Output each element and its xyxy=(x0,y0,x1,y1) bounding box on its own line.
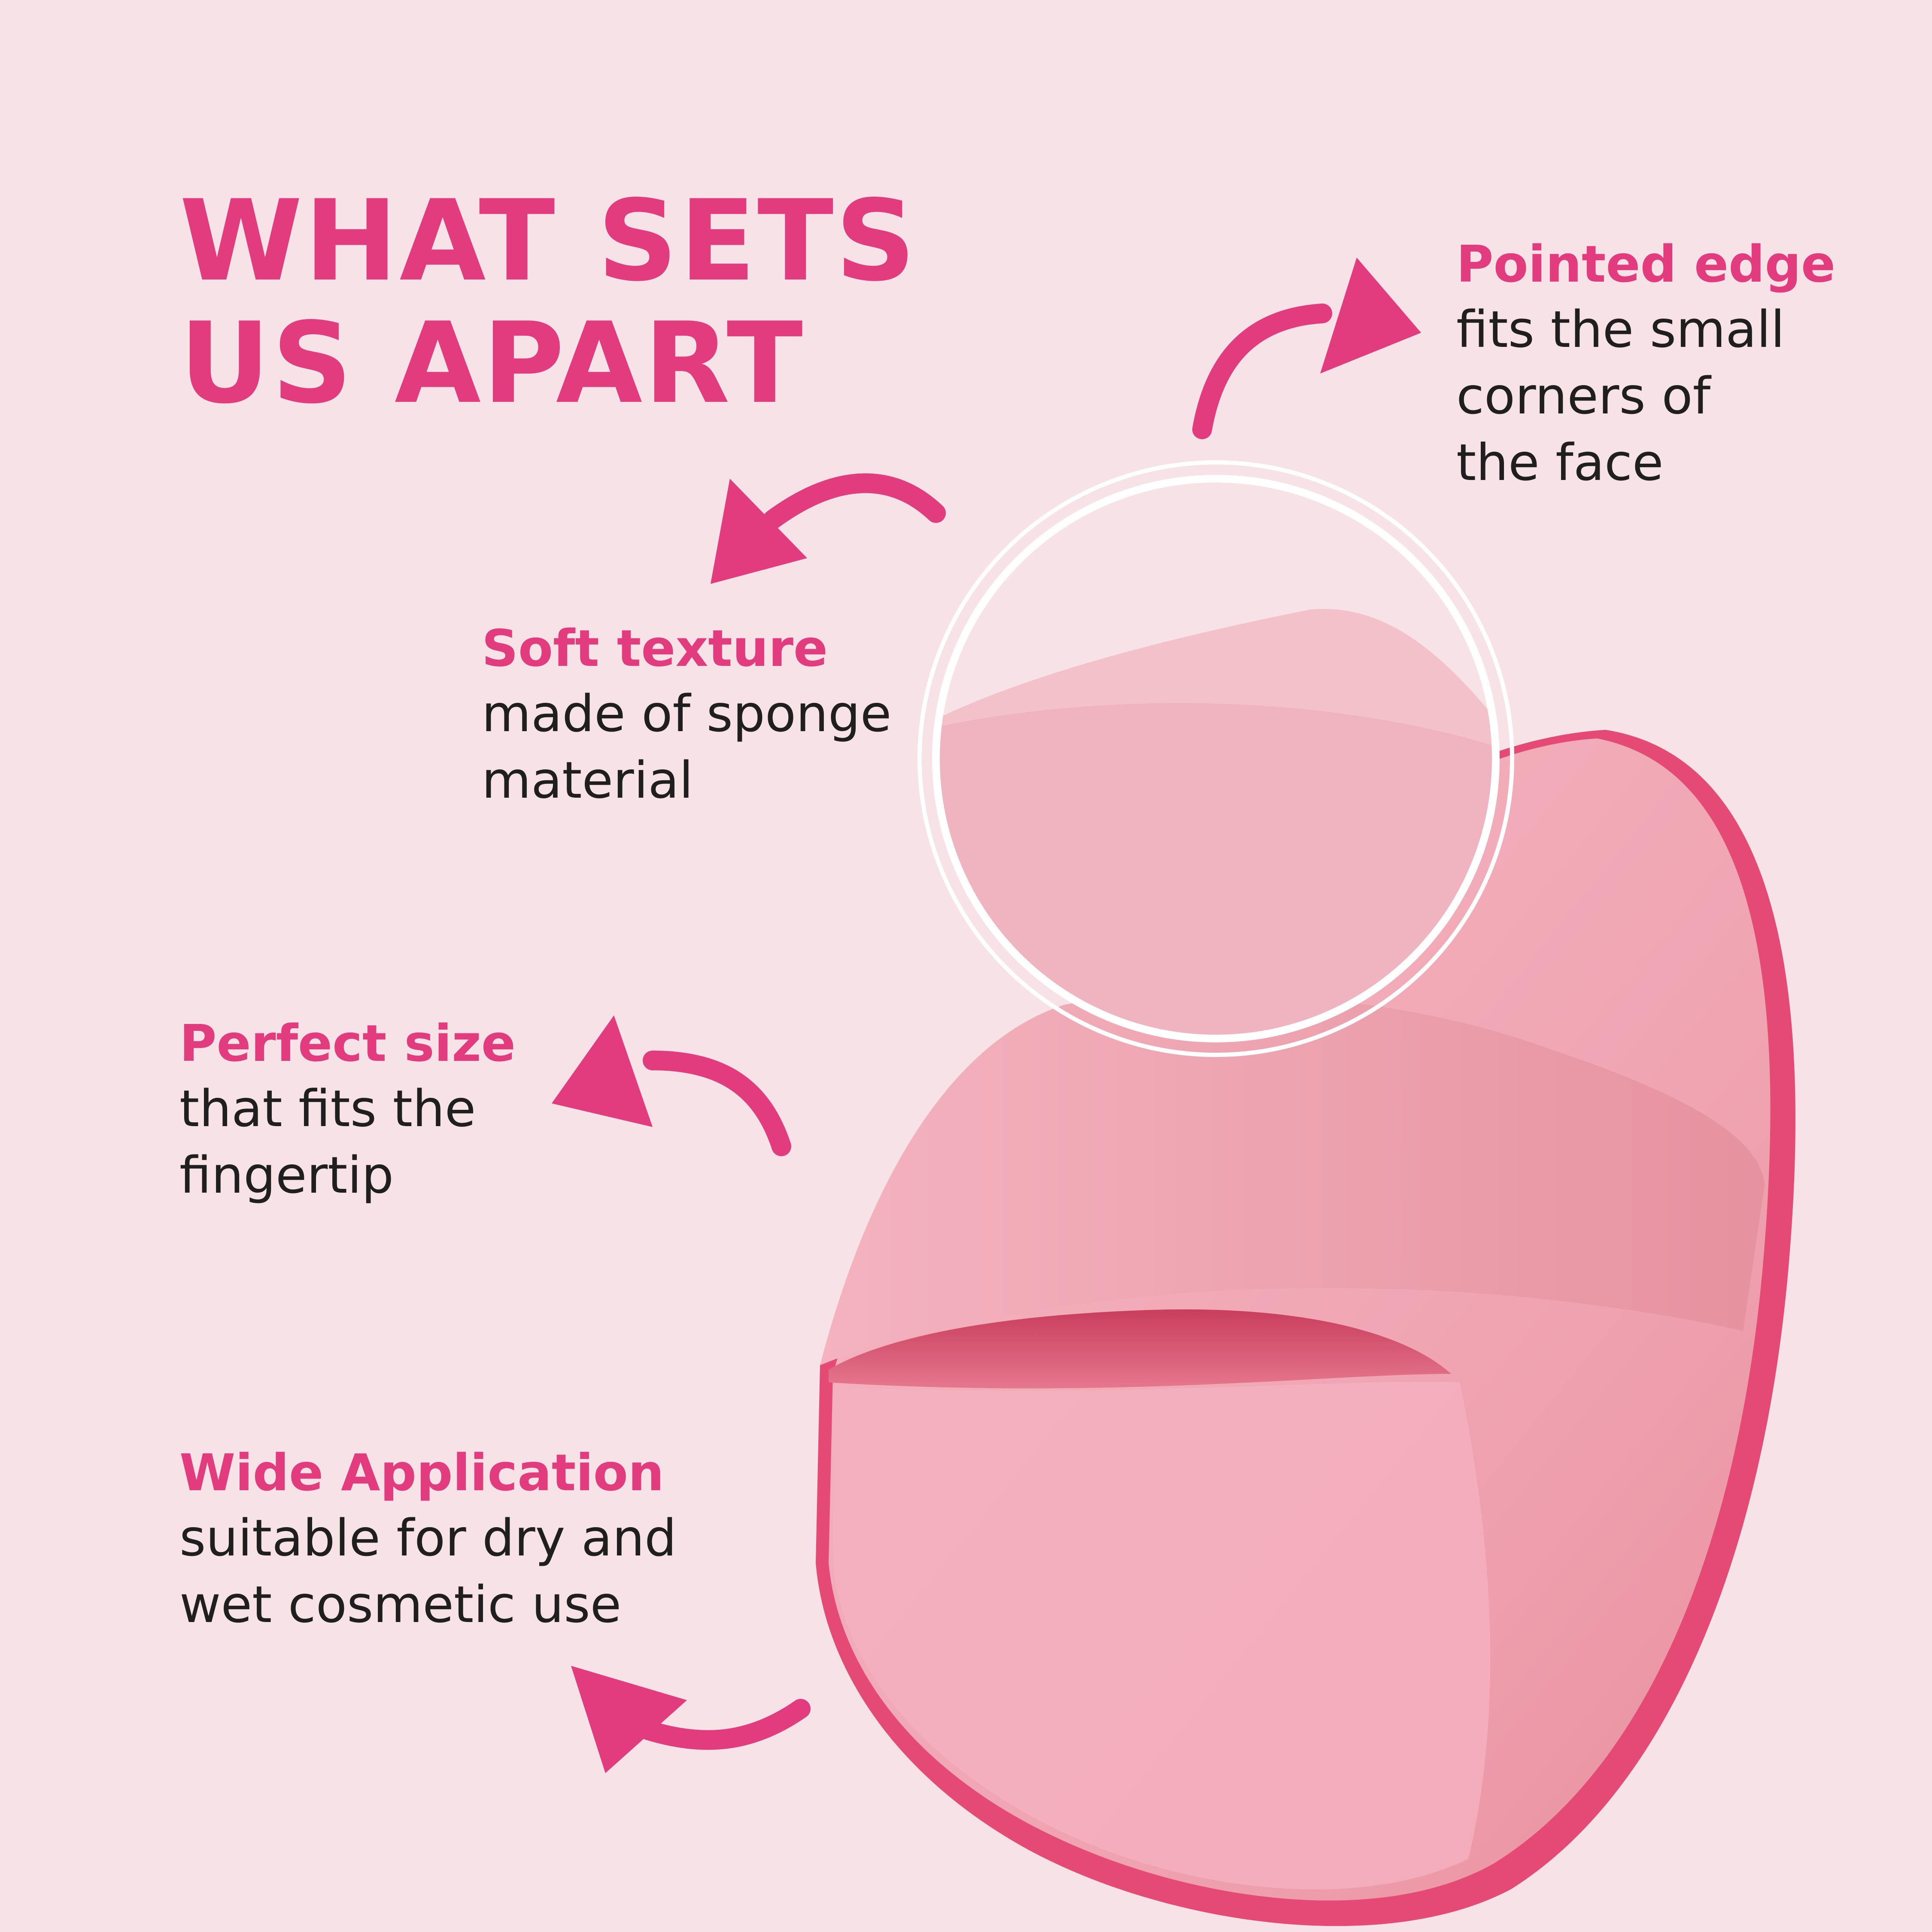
puff-pocket xyxy=(829,1309,1451,1388)
feature-description-line: fingertip xyxy=(179,1145,394,1205)
feature-wide-application: Wide Application suitable for dry and we… xyxy=(179,1440,677,1638)
feature-title: Pointed edge xyxy=(1456,234,1835,294)
feature-description-line: wet cosmetic use xyxy=(179,1575,622,1634)
puff-strap xyxy=(820,993,1765,1365)
curved-arrow-icon xyxy=(711,473,946,584)
feature-pointed-edge: Pointed edge fits the small corners of t… xyxy=(1456,232,1835,496)
feature-description-line: material xyxy=(482,750,693,810)
arrows xyxy=(552,258,1421,1773)
headline-line-1: WHAT SETS xyxy=(179,176,917,306)
feature-description-line: that fits the xyxy=(179,1079,476,1138)
zoom-lens-icon xyxy=(917,460,1514,1057)
puff-lower-face xyxy=(833,1382,1490,1889)
headline-line-2: US APART xyxy=(179,299,805,428)
feature-description-line: fits the small xyxy=(1456,300,1785,359)
feature-title: Soft texture xyxy=(482,619,828,678)
curved-arrow-icon xyxy=(552,1015,791,1156)
curved-arrow-icon xyxy=(1192,258,1421,439)
curved-arrow-icon xyxy=(571,1666,811,1773)
feature-title: Perfect size xyxy=(179,1014,516,1073)
feature-soft-texture: Soft texture made of sponge material xyxy=(482,616,891,814)
feature-description-line: the face xyxy=(1456,433,1664,492)
powder-puff-icon xyxy=(816,730,1795,1926)
feature-description-line: made of sponge xyxy=(482,684,892,743)
feature-description-line: suitable for dry and xyxy=(179,1508,677,1567)
feature-description-line: corners of xyxy=(1456,366,1711,425)
feature-title: Wide Application xyxy=(179,1443,664,1502)
feature-perfect-size: Perfect size that fits the fingertip xyxy=(179,1011,516,1209)
headline: WHAT SETS US APART xyxy=(179,180,917,425)
